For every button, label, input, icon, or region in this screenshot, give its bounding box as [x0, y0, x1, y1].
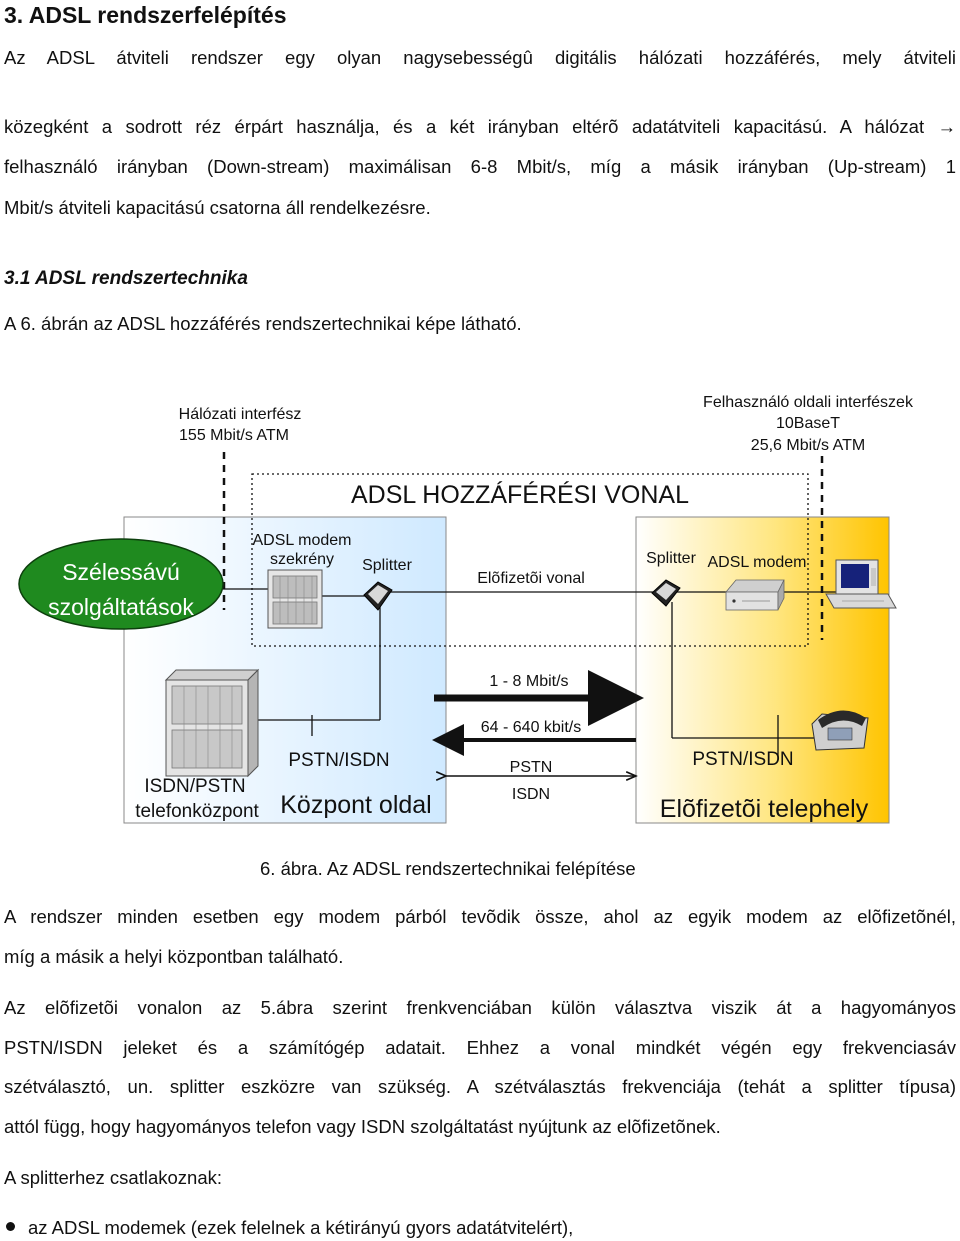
intro-line-4: Mbit/s átviteli kapacitású csatorna áll … — [4, 197, 431, 218]
splitter-right-icon — [651, 579, 681, 607]
broadband-label-1: Szélessávú — [62, 559, 180, 585]
subscriber-line-label: Elõfizetõi vonal — [477, 570, 585, 587]
network-interface-label: Hálózati interfész — [179, 406, 302, 423]
adsl-diagram: Hálózati interfész 155 Mbit/s ATM Felhas… — [18, 394, 914, 824]
subscriber-site-label: Elõfizetõi telephely — [660, 795, 869, 823]
modem-rack-label-1: ADSL modem — [253, 532, 352, 549]
para1-line-2: míg a másik a helyi központban található… — [4, 946, 344, 967]
access-line-box — [251, 473, 809, 647]
adsl-modem-icon — [725, 579, 785, 611]
broadband-label-2: szolgáltatások — [48, 594, 194, 620]
modem-rack-icon — [267, 569, 323, 629]
computer-icon — [825, 559, 897, 609]
para2-line-3: szétválasztó, un. splitter eszközre van … — [4, 1076, 956, 1097]
para3: A splitterhez csatlakoznak: — [4, 1167, 222, 1188]
section-heading: 3. ADSL rendszerfelépítés — [4, 2, 287, 28]
broadband-services-ellipse — [18, 538, 224, 630]
intro-line-2: közegként a sodrott réz érpárt használja… — [4, 116, 956, 137]
network-interface-rate: 155 Mbit/s ATM — [179, 427, 289, 444]
downstream-rate-label: 1 - 8 Mbit/s — [489, 673, 568, 690]
user-interface-atm: 25,6 Mbit/s ATM — [751, 437, 865, 454]
user-interface-label: Felhasználó oldali interfészek — [703, 394, 914, 411]
pstn-label: PSTN — [510, 759, 553, 776]
para1-line-1: A rendszer minden esetben egy modem párb… — [4, 906, 956, 927]
intro-line-3: felhasználó irányban (Down-stream) maxim… — [4, 156, 956, 177]
para2-line-2: PSTN/ISDN jeleket és a számítógép adatai… — [4, 1037, 956, 1058]
subsection-heading: 3.1 ADSL rendszertechnika — [4, 268, 248, 289]
central-side-label: Központ oldal — [280, 791, 432, 819]
para2-line-4: attól függ, hogy hagyományos telefon vag… — [4, 1116, 721, 1137]
bullet-marker — [6, 1222, 15, 1231]
adsl-modem-label: ADSL modem — [708, 554, 807, 571]
splitter-left-icon — [363, 581, 393, 611]
splitter-left-label: Splitter — [362, 557, 412, 574]
figure-caption: 6. ábra. Az ADSL rendszertechnikai felép… — [260, 858, 636, 879]
splitter-right-label: Splitter — [646, 550, 696, 567]
telephone-exchange-icon — [164, 668, 260, 778]
pstn-isdn-left-label: PSTN/ISDN — [288, 750, 389, 771]
exchange-label-2: telefonközpont — [135, 801, 259, 822]
modem-rack-label-2: szekrény — [270, 551, 334, 568]
intro-line-1: Az ADSL átviteli rendszer egy olyan nagy… — [4, 47, 956, 68]
exchange-label-1: ISDN/PSTN — [144, 776, 245, 797]
pstn-isdn-right-label: PSTN/ISDN — [692, 749, 793, 770]
isdn-label: ISDN — [512, 786, 550, 803]
access-line-title: ADSL HOZZÁFÉRÉSI VONAL — [351, 480, 689, 509]
upstream-rate-label: 64 - 640 kbit/s — [481, 719, 582, 736]
telephone-icon — [811, 710, 869, 751]
subsection-intro: A 6. ábrán az ADSL hozzáférés rendszerte… — [4, 313, 522, 334]
para2-line-1: Az elõfizetõi vonalon az 5.ábra szerint … — [4, 997, 956, 1018]
bullet-item-1: az ADSL modemek (ezek felelnek a kétirán… — [28, 1217, 574, 1238]
user-interface-10baset: 10BaseT — [776, 415, 840, 432]
